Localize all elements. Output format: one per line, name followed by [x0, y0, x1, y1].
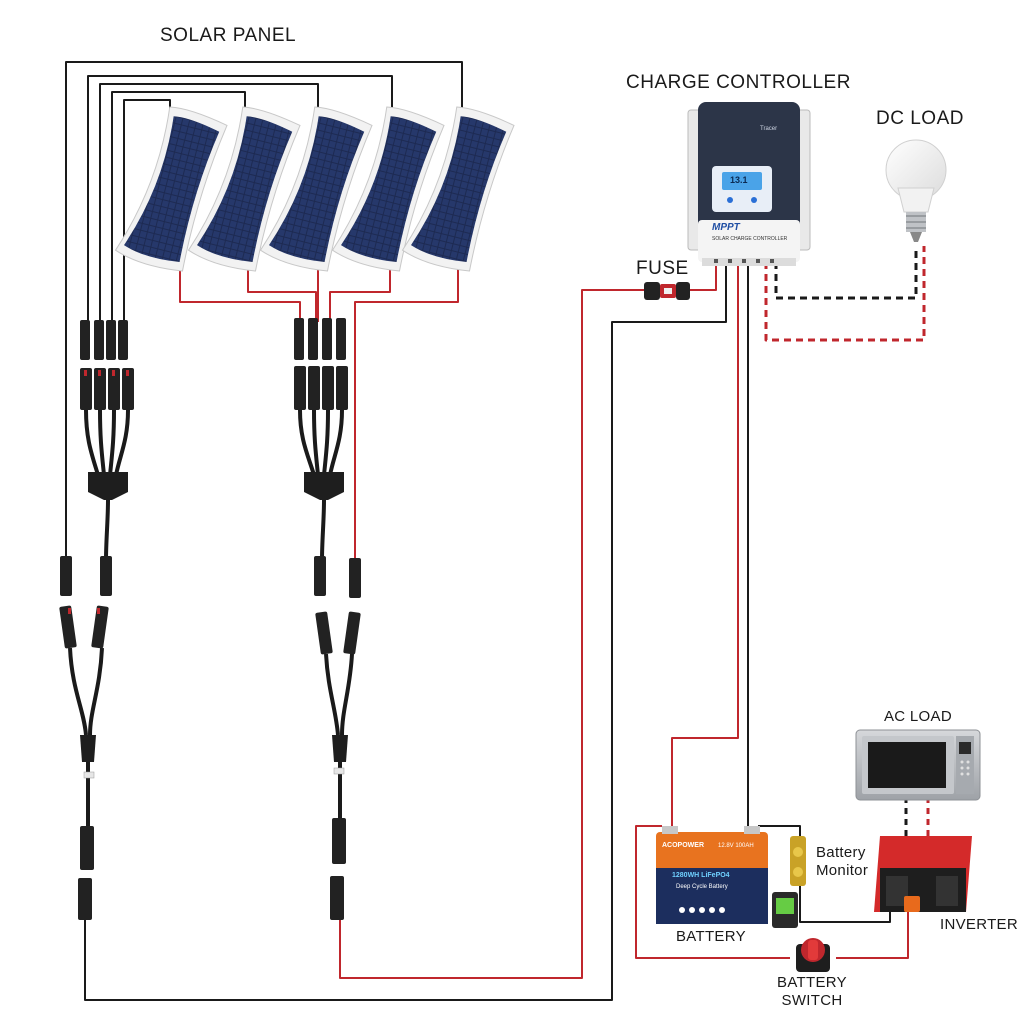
mc4-connector-row-bottom-right — [294, 366, 348, 410]
mc4-connector-row-top-right — [294, 318, 346, 360]
charge-controller — [687, 102, 811, 266]
panel-positive-leads — [179, 268, 459, 562]
light-bulb-icon — [885, 139, 947, 242]
mc4-connector-right-b — [349, 558, 361, 598]
positive-branch-combiner — [294, 318, 361, 920]
battery-monitor-icon — [772, 836, 806, 928]
mc4-connector-row-bottom-left — [80, 368, 134, 410]
solar-panel-2 — [187, 106, 301, 272]
mc4-connector-right-a — [314, 556, 326, 596]
controller-lcd-value: 13.1 — [730, 175, 748, 185]
mc4-connector-right-c — [332, 818, 346, 864]
dc-load-positive-wire — [764, 246, 926, 342]
mc4-connector-left-d — [78, 878, 92, 920]
microwave-icon — [855, 729, 981, 801]
rotary-switch-icon — [796, 938, 830, 972]
battery-icon — [656, 826, 768, 924]
battery-spec: 12.8V 100AH — [718, 843, 754, 849]
fuse-label: FUSE — [636, 258, 689, 279]
panel-negative-leads — [65, 61, 463, 560]
main-positive-wire — [339, 262, 717, 979]
controller-brand: Tracer — [760, 126, 778, 132]
y-branch-connector-left — [59, 605, 109, 649]
battery-positive-wire — [671, 262, 739, 826]
solar-panel-5 — [401, 106, 515, 272]
dc-load-label: DC LOAD — [876, 108, 964, 129]
ac-load-label: AC LOAD — [884, 708, 952, 725]
solar-panel-array — [114, 106, 515, 272]
controller-button-left — [727, 197, 733, 203]
switch-to-inverter-wire — [836, 912, 909, 959]
battery-label: BATTERY — [676, 928, 746, 945]
solar-panel-4 — [331, 106, 445, 272]
solar-panel-1 — [114, 106, 228, 272]
wires — [65, 61, 930, 1001]
inverter-positive-wire — [635, 825, 790, 959]
battery-type: Deep Cycle Battery — [676, 884, 728, 890]
solar-panel-label: SOLAR PANEL — [160, 25, 297, 46]
dc-load-negative-wire — [774, 246, 918, 300]
mc4-connector-right-d — [330, 876, 344, 920]
mc4-connector-left-b — [100, 556, 112, 596]
battery-monitor-label-line2: Monitor — [816, 862, 869, 879]
battery-capacity: 1280WH LiFePO4 — [672, 872, 730, 879]
controller-subtitle: SOLAR CHARGE CONTROLLER — [712, 236, 788, 242]
battery-brand: ACOPOWER — [662, 842, 704, 849]
mc4-connector-row-top-left — [80, 320, 128, 360]
battery-monitor-label-line1: Battery — [816, 844, 866, 861]
y-branch-connector-right — [315, 611, 361, 655]
battery-switch-label-line1: BATTERY — [777, 974, 847, 991]
fuse-icon — [644, 282, 690, 300]
negative-branch-combiner — [59, 320, 134, 920]
branch-hub-left — [88, 472, 128, 500]
charge-controller-label: CHARGE CONTROLLER — [626, 72, 851, 93]
inverter-icon — [874, 836, 972, 912]
mc4-connector-left-a — [60, 556, 72, 596]
battery-switch-label-line2: SWITCH — [781, 992, 843, 1009]
branch-hub-right — [304, 472, 344, 500]
controller-button-right — [751, 197, 757, 203]
inverter-negative-wire — [758, 825, 891, 923]
inverter-label: INVERTER — [940, 916, 1018, 933]
branch-cables-right — [298, 409, 344, 476]
main-negative-wire — [84, 262, 727, 1001]
controller-model: MPPT — [712, 222, 740, 233]
mc4-connector-left-c — [80, 826, 94, 870]
solar-panel-3 — [259, 106, 373, 272]
branch-cables-left — [84, 409, 130, 476]
